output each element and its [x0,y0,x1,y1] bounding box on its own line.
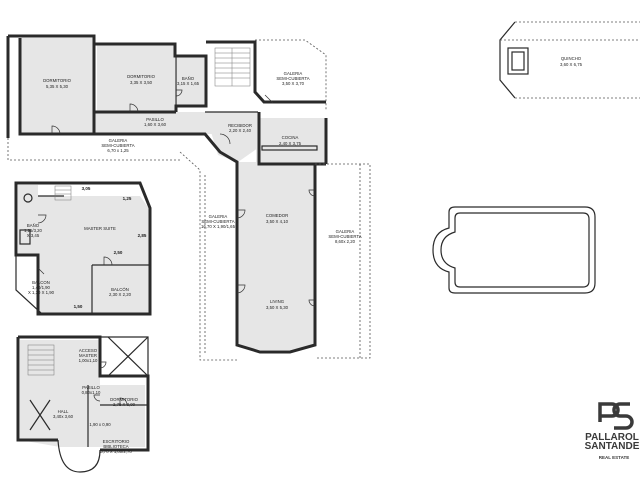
balcon-1-dims: 1,40/1,90 [32,285,51,290]
recibidor-label: RECIBIDOR [228,123,252,128]
dormitorio-2-dims: 3,35 X 3,50 [130,80,153,85]
galeria-left-outline [7,138,180,161]
dormitorio-3-label: DORMITORIO [110,397,139,402]
dormitorio-2-floor [97,45,175,113]
galeria-right-dims: 8,60x 2,20 [335,239,356,244]
dormitorio-3-dims: 2,75 X 3,00 [113,402,136,407]
escritorio-label: ESCRITORIO [103,439,130,444]
bano-1-dims: 3,15 X 1,65 [177,81,200,86]
dormitorio-2-label: DORMITORIO [127,74,156,79]
brand-line-2: SANTANDE [585,441,640,452]
stairs-ground [214,47,251,87]
hall-dims: 3,40x 3,60 [53,414,74,419]
bano-master-dims: 1,25/3,20 [24,228,43,233]
galeria-right-sub: SEMI-CUBIERTA [328,234,361,239]
pasillo-2-dims: 0,80x1,10 [82,390,101,395]
mark-250: 2,50 [114,250,123,255]
galeria-left-label: GALERIA [109,138,128,143]
escritorio-dims: 3,70 X 1,00/2,70 [100,449,132,454]
pasillo-label: PASILLO [146,117,164,122]
cocina-dims: 2,40 X 3,75 [279,141,302,146]
pool [432,206,596,294]
master-suite-label: MASTER SUITE [84,226,116,231]
cocina-label: COCINA [282,135,299,140]
brand-logo: PALLAROL SANTANDE REAL ESTATE [585,402,640,460]
pasillo-dims: 1,60 X 3,60 [144,122,167,127]
ground-floor: DORMITORIO 5,35 X 5,30 DORMITORIO 3,35 X… [6,34,371,361]
brand-line-1: PALLAROL [585,432,639,443]
galeria-top-dims: 3,50 X 3,70 [282,81,305,86]
mark-125: 1,25 [123,196,132,201]
comedor-label: COMEDOR [266,213,288,218]
quincho-label: QUINCHO [561,56,582,61]
dormitorio-1-label: DORMITORIO [43,78,72,83]
galeria-right-label: GALERIA [336,229,355,234]
upper-floor-master: MASTER SUITE BAÑO 1,25/3,20 X 3,45 BALCO… [14,181,152,316]
living-dims: 3,50 X 5,30 [266,305,289,310]
acceso-master-sub: MASTER [79,353,97,358]
mark-285: 2,85 [138,233,147,238]
living-label: LIVING [270,299,285,304]
galeria-mid-outline [179,151,237,361]
galeria-left-dims: 6,70 x 1,25 [107,148,129,153]
cocina-floor [256,118,326,164]
pasillo-2-label: PASILLO [82,385,100,390]
galeria-right-outline [315,163,371,359]
bano-1-floor [176,56,206,106]
recibidor-dims: 2,20 X 2,40 [229,128,252,133]
hall-label: HALL [58,409,69,414]
balcon-1-dims2: X 1,30 X 1,90 [28,290,55,295]
acceso-master-dims: 1,00x1,10 [79,358,98,363]
galeria-mid-sub: SEMI-CUBIERTA [201,219,234,224]
bano-master-label: BAÑO [27,223,40,228]
balcon-1-label: BALCON [32,280,50,285]
galeria-top-sub: SEMI-CUBIERTA [276,76,309,81]
ps-monogram-icon [598,402,634,430]
parrilla [507,47,529,75]
comedor-living-floor [237,162,315,350]
balcon-2-dims: 2,30 X 2,20 [109,292,132,297]
upper-floor-hall: HALL 3,40x 3,60 DORMITORIO 2,75 X 3,00 A… [16,335,150,473]
comedor-dims: 3,50 X 4,10 [266,219,289,224]
quincho-dims: 3,60 X 6,75 [560,62,583,67]
galeria-top-outline [255,39,327,110]
brand-tagline: REAL ESTATE [599,455,630,460]
dormitorio-1-dims: 5,35 X 5,30 [46,84,69,89]
dormitorio-1-floor [20,38,94,134]
escritorio-sub: BIBLIOTECA [103,444,128,449]
recibidor-floor [205,112,258,162]
balcon-2-label: BALCÓN [111,287,129,292]
bano-master-dims2: X 3,45 [27,233,40,238]
mark-150: 1,50 [74,304,83,309]
mark-305: 3,05 [82,186,91,191]
bano-2-dims: 1,90 x 0,90 [89,422,111,427]
quincho: QUINCHO 3,60 X 6,75 [499,21,640,99]
bano-1-label: BAÑO [182,76,195,81]
galeria-left-sub: SEMI-CUBIERTA [101,143,134,148]
galeria-top-label: GALERIA [284,71,303,76]
galeria-mid-dims: 16,70 X 1,90/1,65 [201,224,236,229]
galeria-mid-label: GALERIA [209,214,228,219]
acceso-master-label: ACCESO [79,348,98,353]
